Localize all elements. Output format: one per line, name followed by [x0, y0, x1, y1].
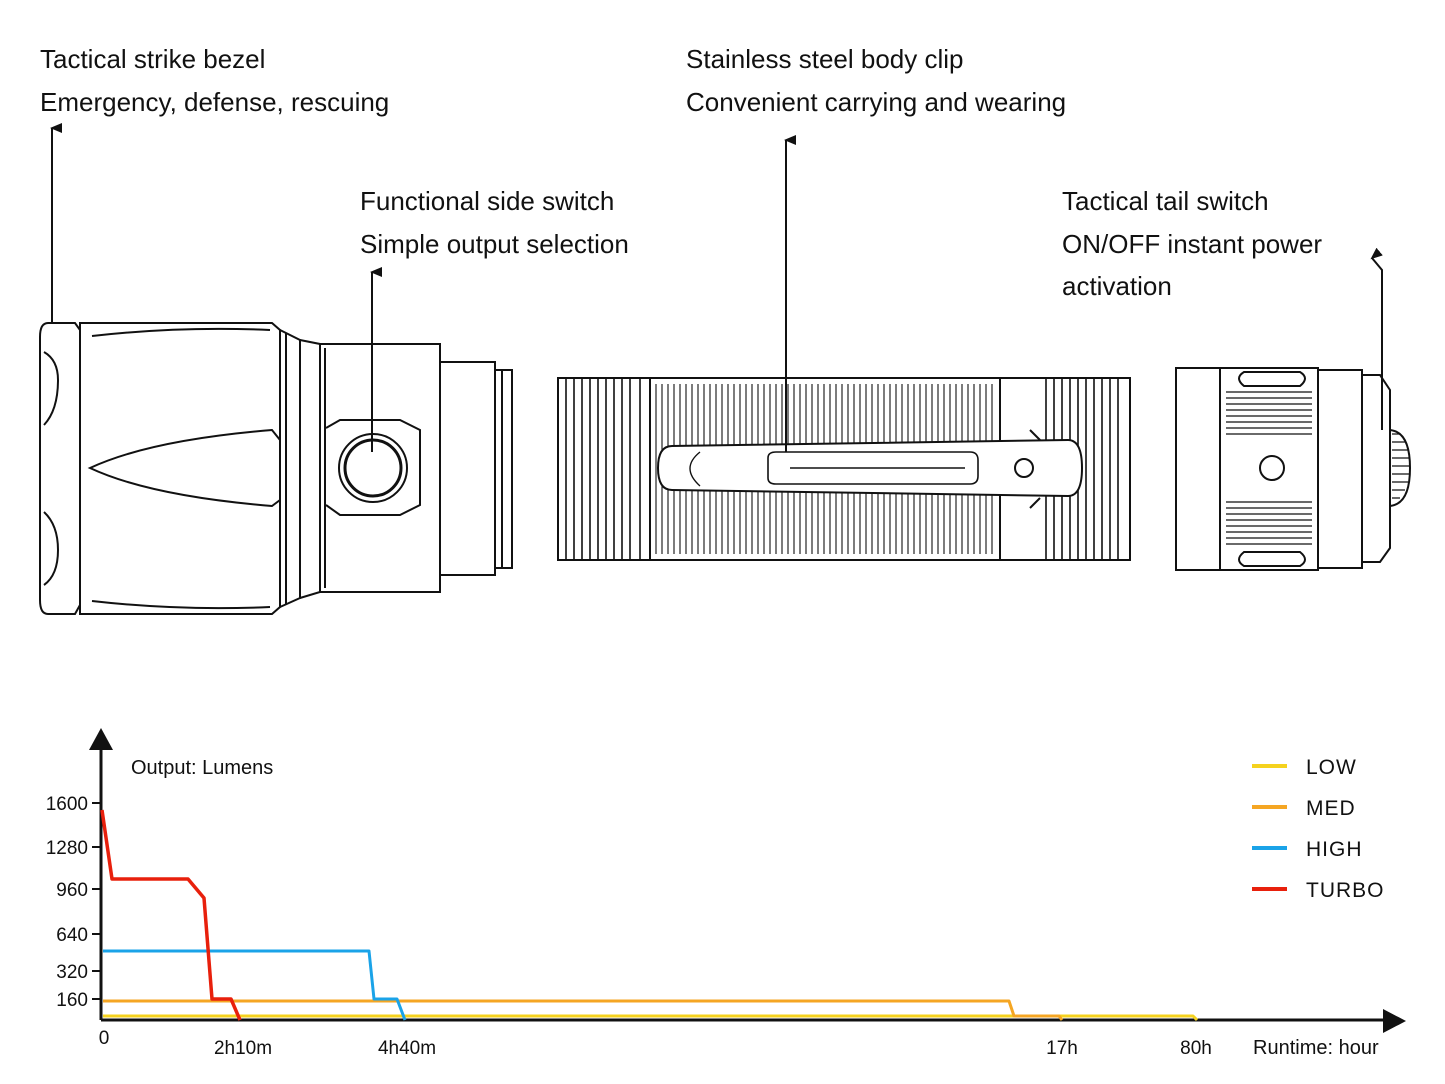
x-tick-label: 17h: [1046, 1038, 1078, 1059]
callout-tail-switch: Tactical tail switch ON/OFF instant powe…: [1062, 180, 1322, 308]
runtime-chart: Output: Lumens Runtime: hour 16001280960…: [46, 728, 1406, 1059]
callout-tail-switch-title: Tactical tail switch: [1062, 186, 1269, 216]
flashlight-drawing: [39, 123, 1412, 615]
clip-screw: [1014, 458, 1034, 478]
callout-clip-title: Stainless steel body clip: [686, 44, 964, 74]
callout-clip-desc: Convenient carrying and wearing: [686, 86, 1067, 117]
legend-label-turbo: TURBO: [1306, 879, 1385, 902]
chart-axes: [89, 728, 1406, 1033]
callout-bezel-desc: Emergency, defense, rescuing: [40, 86, 390, 117]
x-ticks: 0 2h10m 4h40m 17h 80h: [99, 1028, 1212, 1059]
callout-bezel-title: Tactical strike bezel: [40, 44, 266, 74]
y-ticks: 1600 1280 960 640 320 160: [46, 794, 101, 1011]
tail-knurling: [1226, 391, 1312, 545]
callout-side-switch: Functional side switch Simple output sel…: [360, 180, 629, 265]
callout-tail-switch-desc: ON/OFF instant power: [1062, 228, 1323, 259]
y-axis-label: Output: Lumens: [131, 757, 273, 779]
body-threads-left: [565, 378, 641, 560]
series-line-turbo: [100, 809, 242, 1021]
legend-label-med: MED: [1306, 797, 1356, 820]
x-axis-arrow-icon: [1383, 1009, 1406, 1033]
y-tick-label: 320: [56, 962, 88, 983]
y-tick-label: 640: [56, 925, 88, 946]
callout-side-switch-desc: Simple output selection: [360, 228, 629, 259]
x-tick-label: 80h: [1180, 1038, 1212, 1059]
x-tick-label: 2h10m: [214, 1038, 272, 1059]
x-tick-label: 0: [99, 1028, 110, 1049]
series-line-high: [103, 949, 407, 1021]
y-axis-arrow-icon: [89, 728, 113, 750]
y-tick-label: 160: [56, 990, 88, 1011]
legend-label-low: LOW: [1306, 756, 1357, 779]
legend-label-high: HIGH: [1306, 838, 1363, 861]
x-axis-label: Runtime: hour: [1253, 1037, 1379, 1059]
tail-switch-arrow: [1370, 247, 1383, 430]
y-tick-label: 960: [56, 880, 88, 901]
head-housing: [79, 322, 513, 615]
callout-clip: Stainless steel body clip Convenient car…: [686, 38, 1066, 123]
tail-cap: [1175, 367, 1391, 571]
tail-switch-button: [1389, 429, 1412, 507]
strike-bezel: [39, 322, 81, 615]
tail-lanyard-hole: [1259, 455, 1285, 481]
series-line-low: [103, 1014, 1199, 1022]
chart-legend: LOW MED HIGH TURBO: [1252, 756, 1385, 902]
series-line-med: [103, 999, 1064, 1021]
callout-bezel: Tactical strike bezel Emergency, defense…: [40, 38, 389, 123]
y-tick-label: 1600: [46, 794, 88, 815]
y-tick-label: 1280: [46, 838, 88, 859]
callout-tail-switch-desc2: activation: [1062, 271, 1172, 301]
callout-side-switch-title: Functional side switch: [360, 186, 615, 216]
body-clip: [656, 429, 1084, 509]
x-tick-label: 4h40m: [378, 1038, 436, 1059]
series-lines: [100, 809, 1199, 1022]
